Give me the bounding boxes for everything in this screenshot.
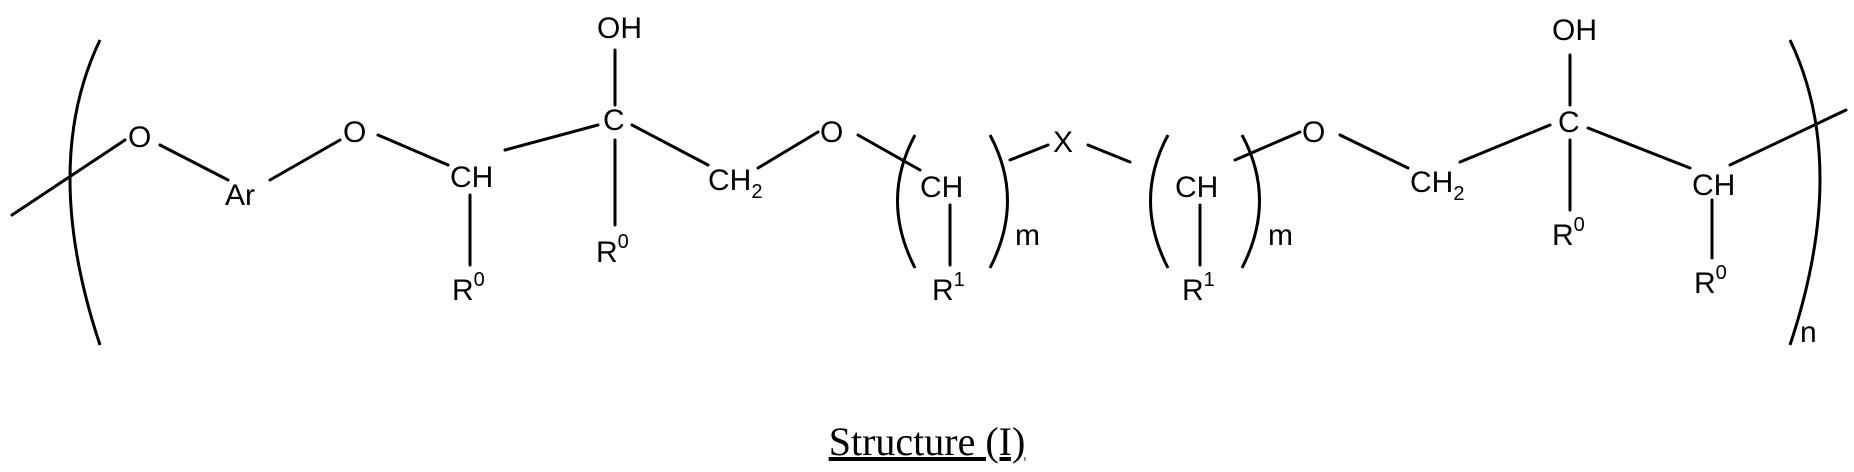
outer-left-parenthesis (70, 40, 100, 345)
bond-c1-ch2 (632, 125, 708, 165)
repeat-m-1: m (1015, 219, 1040, 252)
atom-c1: C (603, 104, 625, 137)
repeat-n: n (1800, 316, 1817, 349)
atom-ch1: CH (450, 161, 493, 194)
outer-right-parenthesis (1790, 40, 1820, 345)
bond-paren-x (1010, 145, 1048, 160)
atom-r0-3: R0 (1552, 214, 1585, 252)
atom-o1: O (128, 121, 151, 154)
bond-ch2-o3 (758, 132, 818, 168)
atom-ch2-1-letters: CH (708, 164, 751, 197)
repeat-m-2: m (1268, 219, 1293, 252)
atom-r1-2: R1 (1182, 269, 1215, 307)
bond-terminal-left (12, 140, 125, 215)
atom-ch-m1: CH (920, 171, 963, 204)
atom-r1-1: R1 (932, 269, 965, 307)
atom-ch2-1-subscript: 2 (751, 181, 762, 203)
atom-r0-1-superscript: 0 (474, 269, 485, 291)
atom-x: X (1053, 126, 1073, 159)
inner-right-parenthesis-1 (990, 135, 1008, 268)
atom-ch2-2-subscript: 2 (1453, 183, 1464, 205)
atom-r0-4: R0 (1694, 262, 1727, 300)
atom-r1-1-superscript: 1 (954, 269, 965, 291)
atom-ar: Ar (225, 179, 255, 212)
atom-r0-4-superscript: 0 (1716, 262, 1727, 284)
atom-o4: O (1302, 116, 1325, 149)
atom-ch2-right: CH (1692, 169, 1735, 202)
atom-o2: O (343, 116, 366, 149)
atom-r0-2: R0 (596, 231, 629, 269)
inner-left-parenthesis-2 (1151, 135, 1169, 268)
atom-r0-1: R0 (452, 269, 485, 307)
atom-r1-2-letter: R (1182, 274, 1204, 307)
atom-ch-m2: CH (1175, 171, 1218, 204)
bond-o1-ar (160, 145, 228, 180)
bond-ch2-c2 (1460, 125, 1550, 162)
atom-r0-3-superscript: 0 (1574, 214, 1585, 236)
atom-ch2-2-letters: CH (1410, 166, 1453, 199)
bond-ch-o4 (1235, 132, 1300, 160)
bond-c2-ch (1588, 128, 1690, 168)
atom-r0-2-superscript: 0 (618, 231, 629, 253)
atom-r0-2-letter: R (596, 236, 618, 269)
atom-r1-1-letter: R (932, 274, 954, 307)
bond-ch1-c1 (505, 125, 598, 150)
bond-x-paren (1088, 145, 1130, 162)
bond-terminal-right (1730, 110, 1846, 165)
inner-left-parenthesis-1 (898, 135, 916, 268)
atom-r0-3-letter: R (1552, 219, 1574, 252)
bond-ar-o2 (270, 140, 340, 180)
atom-r0-4-letter: R (1694, 267, 1716, 300)
bond-o2-ch1 (378, 135, 448, 165)
atom-o3: O (820, 116, 843, 149)
atom-oh1: OH (597, 12, 642, 45)
atom-r1-2-superscript: 1 (1204, 269, 1215, 291)
atom-r0-1-letter: R (452, 274, 474, 307)
structure-caption: Structure (I) (829, 419, 1026, 464)
atom-ch2-1: CH2 (708, 164, 762, 203)
atom-c2: C (1558, 106, 1580, 139)
atom-oh2: OH (1552, 14, 1597, 47)
bond-o4-ch2 (1340, 135, 1408, 168)
atom-ch2-2: CH2 (1410, 166, 1464, 205)
